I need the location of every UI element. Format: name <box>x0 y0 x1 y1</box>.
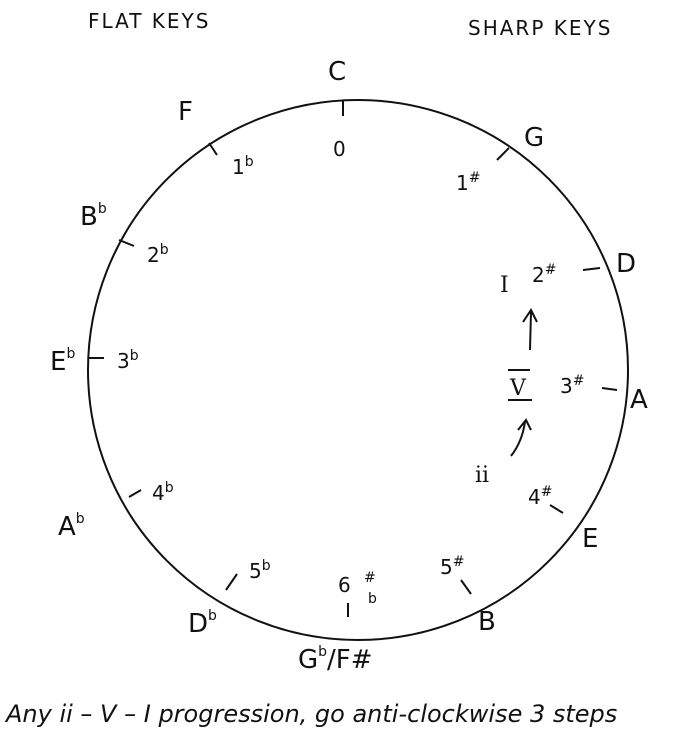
progression-annotation: I V ii <box>475 273 538 488</box>
flat-keys-header: FLAT KEYS <box>88 9 210 33</box>
arrow-up-icon <box>522 308 538 351</box>
key-label-a: A <box>630 385 648 415</box>
svg-text:1b: 1b <box>232 154 254 179</box>
tick-b <box>460 579 472 595</box>
count-b: 5# <box>440 554 464 579</box>
key-label-gb-fsharp: Gb/F# <box>298 644 373 675</box>
svg-text:b: b <box>368 591 377 607</box>
count-bb: 2b <box>147 242 169 267</box>
roman-numeral-ii: ii <box>475 463 489 488</box>
tick-marks <box>89 100 618 617</box>
svg-text:1#: 1# <box>456 170 480 195</box>
curved-arrow-icon <box>510 418 532 457</box>
svg-text:4b: 4b <box>152 480 174 505</box>
count-d: 2# <box>532 262 556 287</box>
tick-g <box>496 147 510 161</box>
key-label-ab: Ab <box>58 511 85 542</box>
key-label-g: G <box>524 123 544 153</box>
key-label-b: B <box>478 607 496 637</box>
svg-text:4#: 4# <box>528 484 552 509</box>
svg-text:3#: 3# <box>560 373 584 398</box>
svg-text:Gb/F#: Gb/F# <box>298 644 373 675</box>
roman-numeral-V: V <box>509 376 527 401</box>
roman-numeral-I: I <box>500 273 509 298</box>
svg-text:2#: 2# <box>532 262 556 287</box>
sharp-keys-header: SHARP KEYS <box>468 16 612 40</box>
circle-of-fifths <box>87 99 629 641</box>
tick-e <box>549 504 564 514</box>
key-label-f: F <box>178 97 193 127</box>
tick-ab <box>128 489 142 498</box>
key-label-eb: Eb <box>50 346 75 377</box>
svg-text:Bb: Bb <box>80 201 107 232</box>
count-e: 4# <box>528 484 552 509</box>
key-label-e: E <box>582 524 598 554</box>
svg-text:2b: 2b <box>147 242 169 267</box>
svg-text:3b: 3b <box>117 348 139 373</box>
count-db: 5b <box>249 558 271 583</box>
svg-text:#: # <box>364 570 376 586</box>
caption: Any ii – V – I progression, go anti-cloc… <box>4 700 617 728</box>
count-g: 1# <box>456 170 480 195</box>
tick-a <box>601 387 618 391</box>
svg-text:6: 6 <box>338 573 351 597</box>
svg-text:5b: 5b <box>249 558 271 583</box>
key-label-d: D <box>616 249 636 279</box>
tick-f <box>208 142 218 156</box>
svg-text:Db: Db <box>188 608 217 639</box>
key-label-bb: Bb <box>80 201 107 232</box>
svg-text:5#: 5# <box>440 554 464 579</box>
tick-bb <box>118 239 135 247</box>
svg-text:Eb: Eb <box>50 346 75 377</box>
count-ab: 4b <box>152 480 174 505</box>
key-label-c: C <box>328 57 346 87</box>
key-label-db: Db <box>188 608 217 639</box>
count-c: 0 <box>333 137 346 161</box>
count-f: 1b <box>232 154 254 179</box>
count-a: 3# <box>560 373 584 398</box>
svg-text:Ab: Ab <box>58 511 85 542</box>
tick-d <box>582 267 601 271</box>
count-gb: 6 # b <box>338 570 377 607</box>
count-eb: 3b <box>117 348 139 373</box>
tick-db <box>225 573 238 591</box>
